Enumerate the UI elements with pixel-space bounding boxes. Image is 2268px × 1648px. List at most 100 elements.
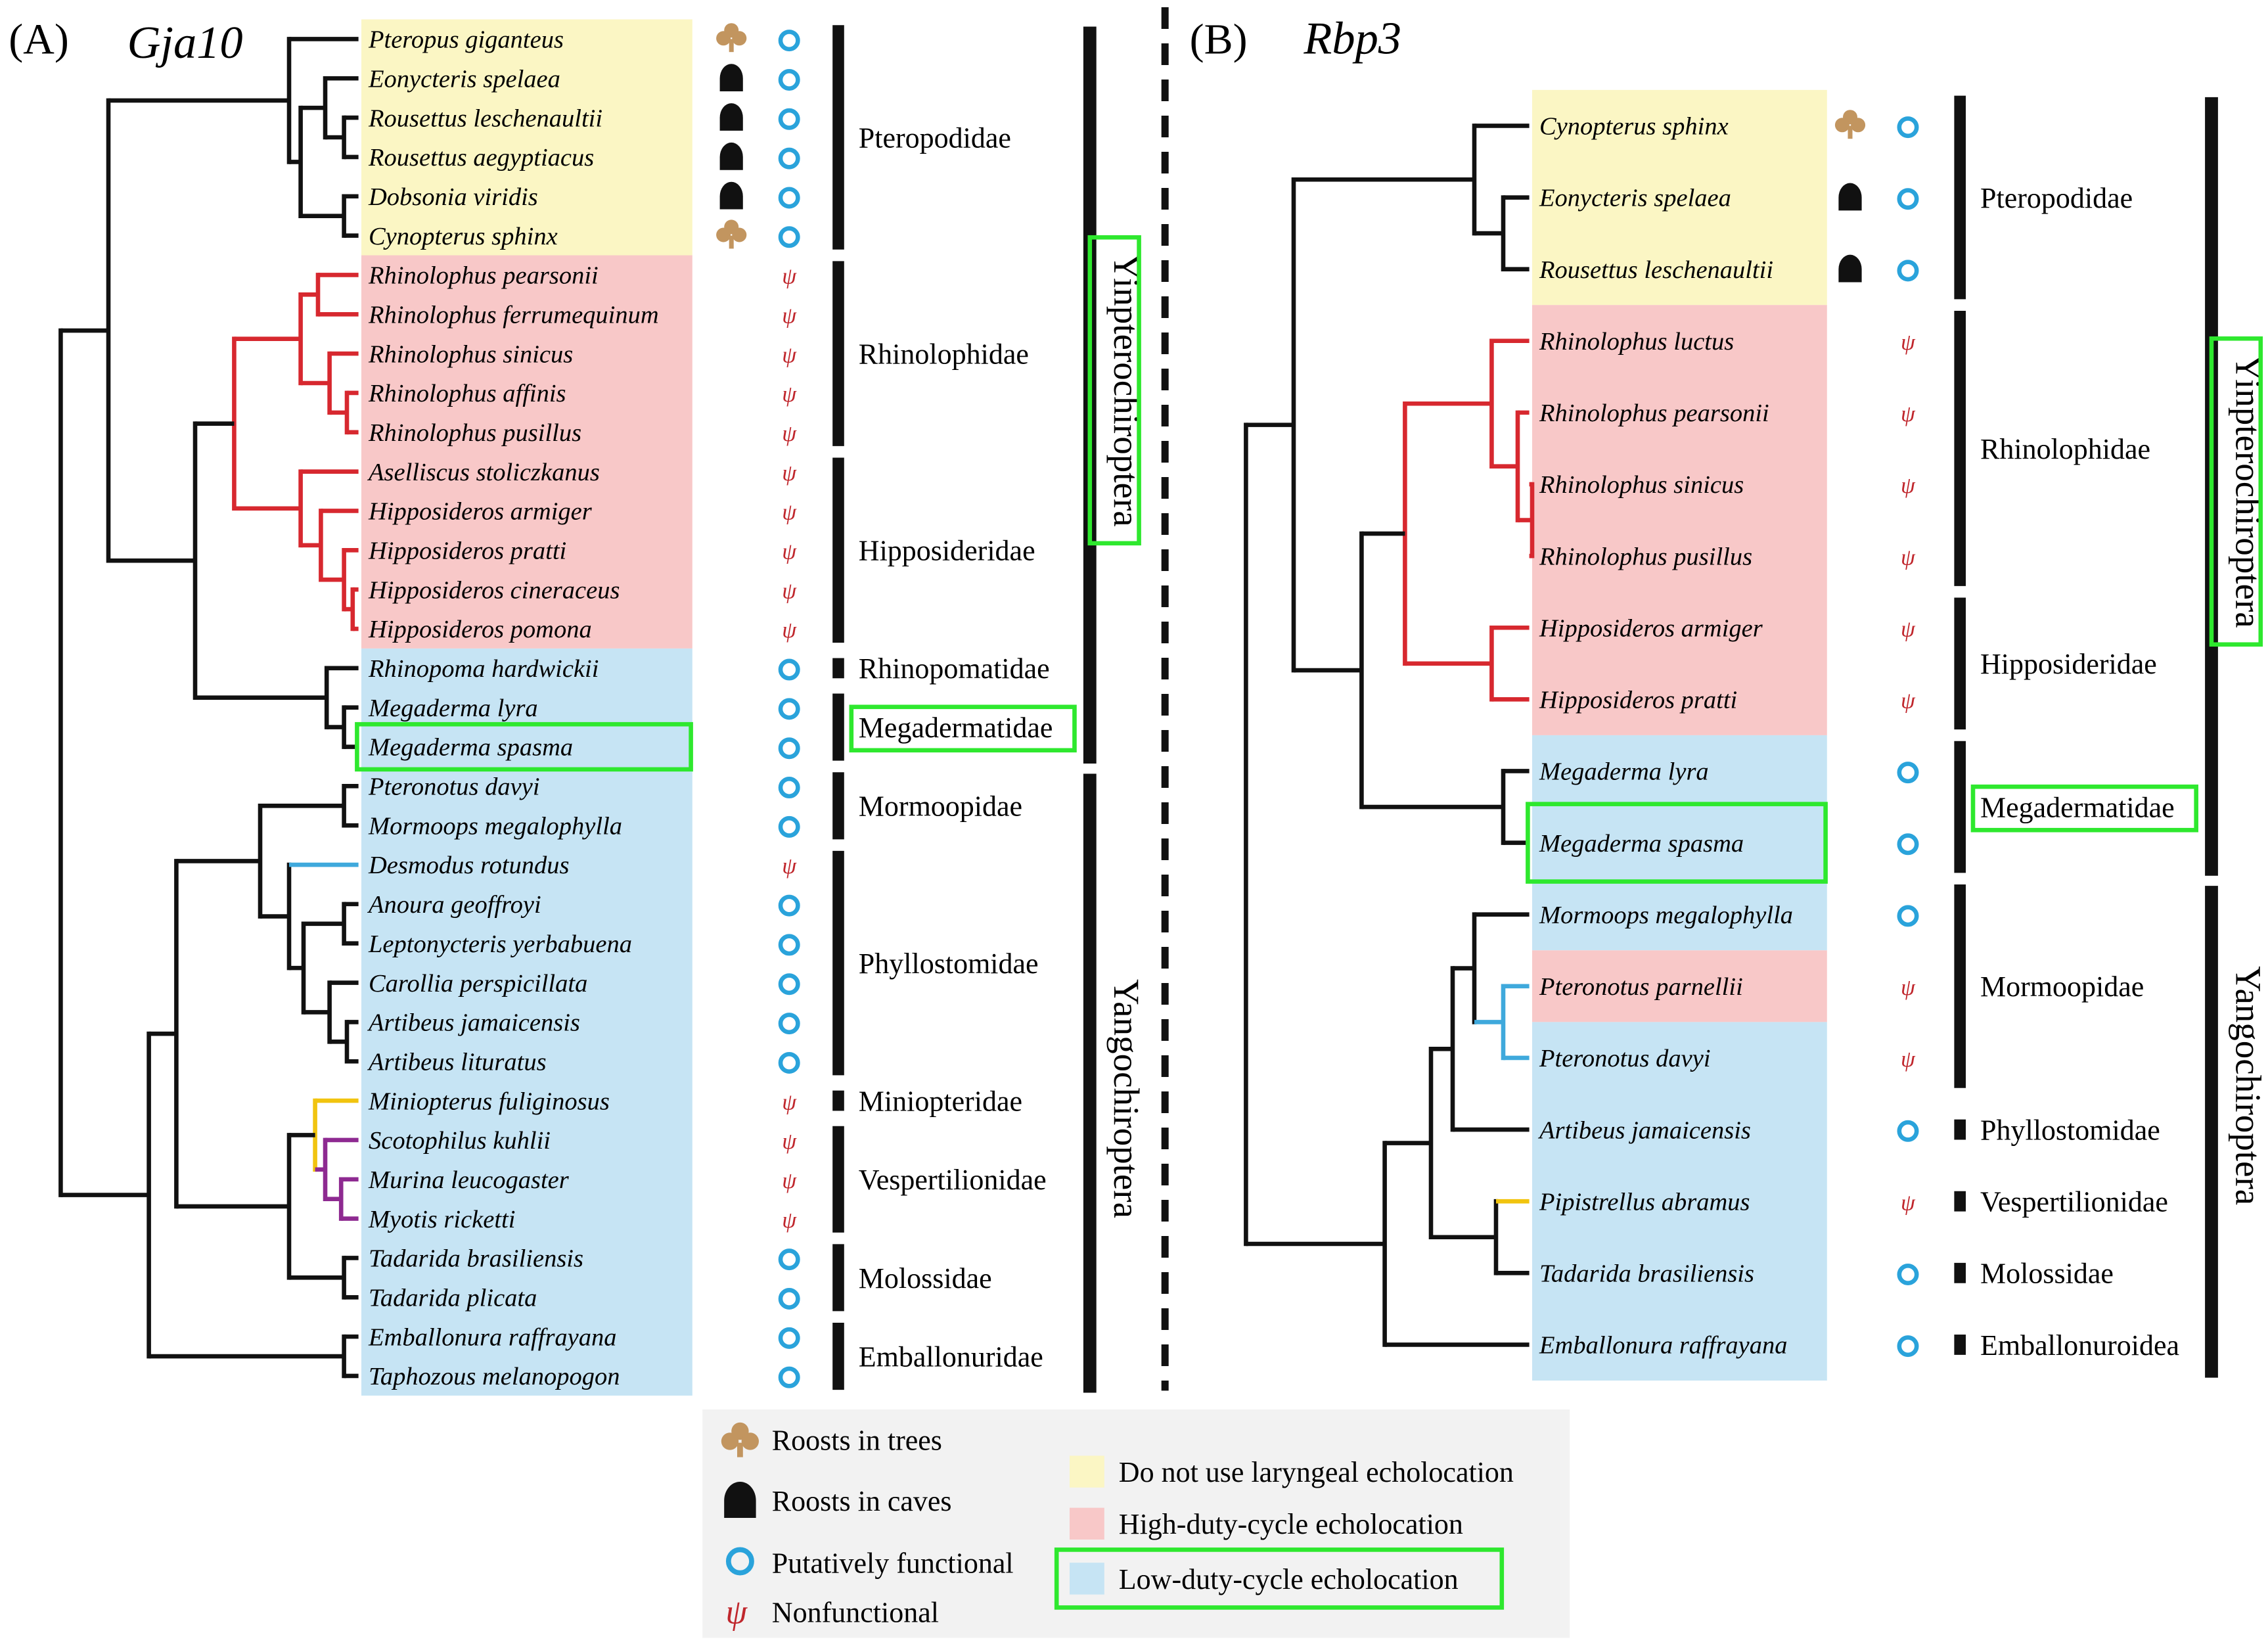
legend-high-duty: High-duty-cycle echolocation <box>1119 1508 1463 1540</box>
psi-icon: ψ <box>1901 1189 1916 1215</box>
family-label: Pteropodidae <box>1980 182 2133 214</box>
functional-circle-icon <box>1897 762 1919 784</box>
species-label: Miniopterus fuliginosus <box>368 1087 610 1115</box>
functional-circle-icon <box>778 973 800 996</box>
functional-circle-icon <box>778 1051 800 1074</box>
functional-circle-icon <box>778 777 800 799</box>
psi-icon: ψ <box>1901 401 1916 426</box>
psi-icon: ψ <box>782 1089 797 1114</box>
species-label: Scotophilus kuhlii <box>369 1127 551 1155</box>
panel-a-gene: Gja10 <box>127 17 243 68</box>
species-label: Rhinolophus sinicus <box>1539 471 1744 499</box>
functional-circle-icon <box>778 1013 800 1035</box>
functional-circle-icon <box>778 147 800 170</box>
background-layer <box>361 19 1827 1396</box>
tree-icon <box>721 1422 759 1457</box>
functional-circle-icon <box>778 1327 800 1349</box>
functional-circle-icon <box>778 894 800 917</box>
family-highlight-box <box>1970 784 2198 833</box>
functional-circle-icon <box>725 1547 754 1576</box>
family-label: Phyllostomidae <box>1980 1114 2160 1146</box>
legend-functional: Putatively functional <box>772 1547 1014 1580</box>
functional-circle-icon <box>1897 188 1919 210</box>
family-label: Phyllostomidae <box>859 948 1039 980</box>
legend-swatch-yellow <box>1070 1455 1104 1488</box>
species-label: Cynopterus sphinx <box>369 223 558 250</box>
suborder-label: Yangochiroptera <box>2228 966 2268 1205</box>
family-label: Megadermatidae <box>1980 791 2175 823</box>
species-label: Hipposideros cineraceus <box>368 576 620 604</box>
panel-b-gene: Rbp3 <box>1303 12 1401 64</box>
species-label: Rhinolophus affinis <box>368 380 566 407</box>
species-label: Tadarida brasiliensis <box>369 1245 583 1273</box>
species-label: Tadarida plicata <box>369 1284 537 1312</box>
legend-nonfunctional: Nonfunctional <box>772 1596 939 1628</box>
species-label: Mormoops megalophylla <box>1539 902 1793 929</box>
psi-icon: ψ <box>782 302 797 328</box>
cave-icon <box>719 103 743 131</box>
functional-circle-icon <box>778 187 800 209</box>
species-label: Artibeus lituratus <box>367 1048 547 1076</box>
species-label: Cynopterus sphinx <box>1539 113 1729 141</box>
functional-circle-icon <box>778 1366 800 1388</box>
tree-icon <box>716 219 747 249</box>
family-label: Emballonuridae <box>859 1340 1043 1373</box>
family-highlight-box <box>849 704 1077 753</box>
family-label: Mormoopidae <box>859 790 1022 823</box>
psi-icon: ψ <box>782 263 797 289</box>
functional-circle-icon <box>778 1287 800 1310</box>
species-label: Taphozous melanopogon <box>369 1363 620 1390</box>
legend-roosts-caves: Roosts in caves <box>772 1485 952 1517</box>
family-label: Megadermatidae <box>859 712 1053 744</box>
family-label: Vespertilionidae <box>1980 1186 2168 1218</box>
species-label: Artibeus jamaicensis <box>1537 1116 1751 1144</box>
cave-icon <box>719 64 743 92</box>
species-label: Rhinolophus pusillus <box>368 419 581 447</box>
functional-circle-icon <box>1897 1264 1919 1286</box>
tree-icon <box>716 23 747 53</box>
psi-icon: ψ <box>782 381 797 407</box>
psi-icon: ψ <box>1901 616 1916 641</box>
species-label: Rousettus aegyptiacus <box>368 144 594 172</box>
species-label: Rhinolophus ferrumequinum <box>368 301 659 329</box>
suborder-highlight-box <box>1087 235 1141 546</box>
family-label: Molossidae <box>1980 1258 2114 1290</box>
tree-icon-part <box>732 31 747 46</box>
species-label: Hipposideros armiger <box>1539 614 1763 642</box>
psi-icon: ψ <box>782 342 797 367</box>
species-label: Rhinolophus pusillus <box>1539 543 1752 570</box>
functional-circle-icon <box>778 108 800 130</box>
cave-icon <box>719 142 743 170</box>
psi-icon: ψ <box>1901 688 1916 714</box>
species-label: Rousettus leschenaultii <box>368 104 602 132</box>
functional-circle-icon <box>778 737 800 760</box>
species-label: Pteronotus davyi <box>1539 1045 1711 1072</box>
tree-icon-part <box>732 227 747 242</box>
family-label: Rhinopomatidae <box>859 652 1050 685</box>
psi-icon: ψ <box>782 539 797 564</box>
species-label: Pipistrellus abramus <box>1539 1188 1750 1216</box>
tree-icon-part <box>716 227 731 242</box>
psi-icon: ψ <box>782 1168 797 1193</box>
species-label: Megaderma spasma <box>368 734 573 762</box>
species-label: Artibeus jamaicensis <box>367 1009 580 1037</box>
species-label: Rhinolophus luctus <box>1539 328 1734 355</box>
species-label: Carollia perspicillata <box>369 970 587 997</box>
species-label: Rhinolophus pearsonii <box>368 262 599 290</box>
panel_b-bg-band <box>1532 1022 1827 1381</box>
psi-icon: ψ <box>782 617 797 643</box>
species-label: Megaderma lyra <box>1539 758 1709 786</box>
suborder-highlight-box <box>2209 336 2263 647</box>
legend-swatch-blue <box>1070 1563 1104 1595</box>
family-label: Pteropodidae <box>859 122 1011 154</box>
species-label: Pteronotus parnellii <box>1539 973 1743 1001</box>
cave-icon <box>1838 183 1862 211</box>
family-label: Rhinolophidae <box>859 338 1029 371</box>
psi-icon: ψ <box>1901 974 1916 1000</box>
family-label: Hipposideridae <box>1980 648 2157 680</box>
panel_b-bg-band <box>1532 735 1827 951</box>
species-label: Hipposideros pratti <box>368 538 566 565</box>
